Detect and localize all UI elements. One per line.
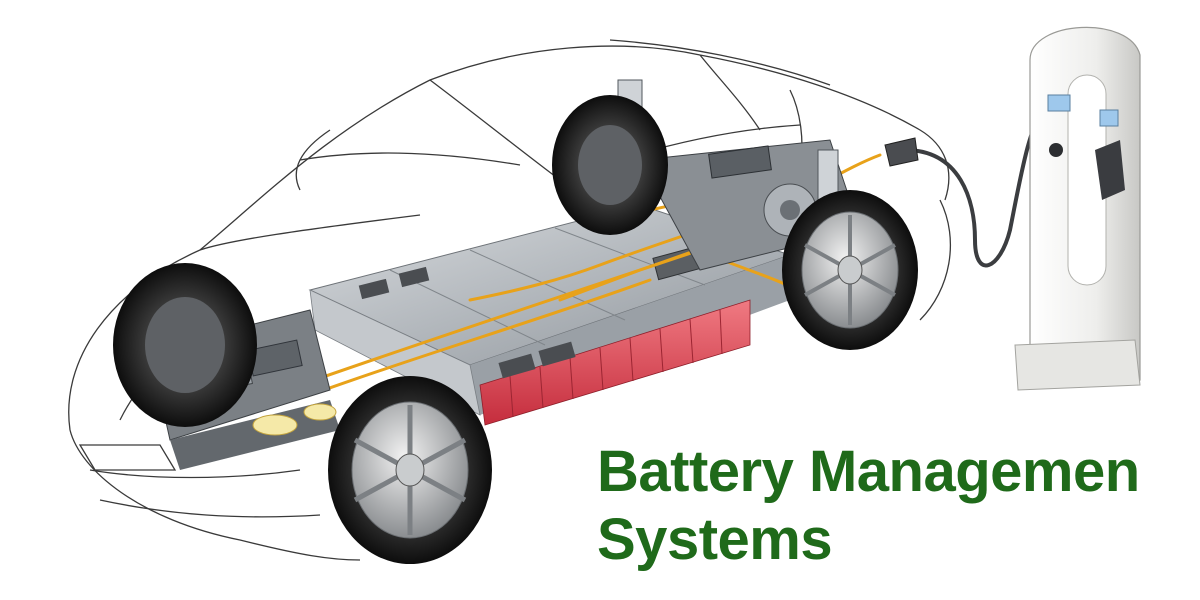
wheel-front-right [328, 376, 492, 564]
wheel-rear-left [552, 95, 668, 235]
battery-cells [479, 299, 751, 426]
headline: Battery Managemen Systems [597, 438, 1200, 588]
wheel-front-left [113, 263, 257, 427]
charging-cable [904, 108, 1047, 268]
charging-station-icon [1014, 26, 1141, 391]
headline-line-1: Battery Managemen [597, 439, 1140, 504]
charging-plug [884, 137, 919, 167]
headline-line-2: Systems [597, 507, 833, 572]
wheel-rear-right [782, 190, 918, 350]
